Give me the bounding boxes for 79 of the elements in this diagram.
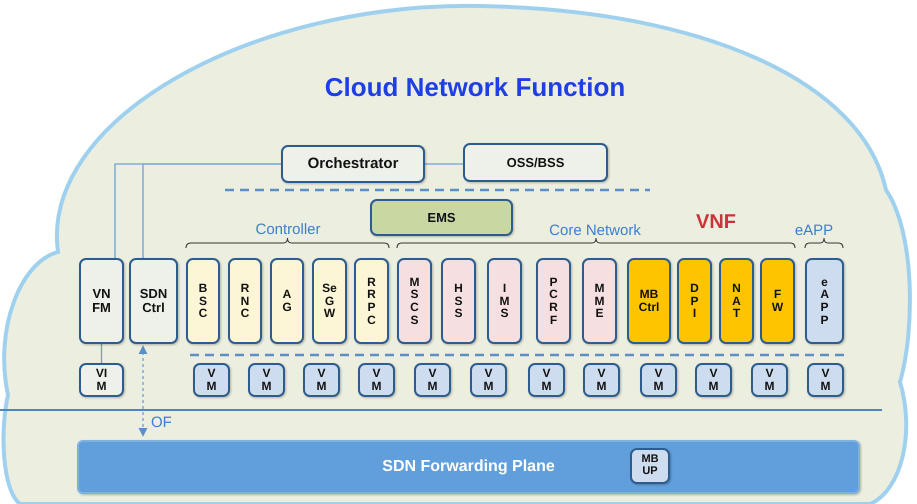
function-box: [354, 258, 389, 344]
function-box: [582, 258, 617, 344]
box-label: VN FM: [92, 287, 111, 315]
box-label: I M S: [500, 282, 510, 320]
box-label: N A T: [732, 282, 741, 320]
function-box: [414, 363, 451, 397]
group-label: Core Network: [549, 222, 641, 239]
box-label: R N C: [240, 282, 250, 320]
function-box: [528, 363, 565, 397]
function-box: [627, 258, 671, 344]
box-label: OSS/BSS: [506, 156, 564, 170]
function-box: [358, 363, 395, 397]
box-label: V M: [596, 367, 606, 393]
box-label: V M: [262, 367, 272, 393]
function-box: [312, 258, 347, 344]
function-box: [186, 258, 220, 344]
function-box: [807, 363, 844, 397]
box-label: e A P P: [820, 276, 829, 326]
box-label: Se G W: [322, 282, 337, 320]
box-label: F W: [772, 288, 784, 314]
box-label: SDN Ctrl: [140, 287, 168, 315]
group-label: Controller: [255, 221, 321, 238]
box-label: B S C: [198, 282, 208, 320]
function-box: [303, 363, 340, 397]
function-box: [695, 363, 732, 397]
group-label: eAPP: [794, 222, 834, 239]
function-box: [677, 258, 712, 344]
function-box: [463, 143, 608, 182]
box-label: V M: [316, 367, 326, 393]
function-box: [270, 258, 304, 344]
function-box: [281, 145, 425, 183]
function-box: [129, 258, 178, 344]
box-label: H S S: [454, 282, 463, 320]
box-label: V M: [542, 367, 552, 393]
connector-line: [100, 344, 102, 363]
box-label: VI M: [96, 367, 108, 393]
function-box: [805, 258, 844, 344]
function-box: [79, 363, 124, 397]
box-label: V M: [372, 367, 382, 393]
function-box: [228, 258, 262, 344]
function-box: [760, 258, 795, 344]
box-label: MB Ctrl: [638, 288, 660, 314]
box-label: R R P C: [367, 276, 376, 326]
function-box: [193, 363, 230, 397]
box-label: V M: [206, 367, 216, 393]
box-label: V M: [708, 367, 718, 393]
function-box: [397, 258, 432, 344]
function-box: [583, 363, 620, 397]
function-box: [79, 258, 124, 344]
function-box: [470, 363, 507, 397]
function-box: [536, 258, 571, 344]
box-label: V M: [764, 367, 774, 393]
function-box: [441, 258, 476, 344]
box-label: V M: [654, 367, 664, 393]
box-label: V M: [820, 367, 830, 393]
box-label: D P I: [690, 282, 699, 320]
function-box: [77, 440, 860, 494]
box-label: A G: [282, 288, 292, 314]
function-box: [640, 363, 677, 397]
box-label: M S C S: [410, 276, 420, 326]
box-label: M M E: [594, 282, 604, 320]
function-box: [248, 363, 285, 397]
connector-line: [138, 345, 148, 437]
function-box: [751, 363, 788, 397]
connector-line: [425, 163, 463, 165]
diagram-title: Cloud Network Function: [324, 72, 626, 103]
box-label: V M: [484, 367, 494, 393]
box-label: Orchestrator: [308, 156, 398, 172]
function-box: [630, 448, 670, 484]
function-box: [370, 199, 513, 236]
box-label: MB UP: [641, 454, 659, 478]
box-label: P C R F: [549, 276, 558, 326]
connector-line: [142, 163, 281, 258]
box-label: V M: [428, 367, 438, 393]
group-label: VNF: [696, 211, 736, 234]
box-label: SDN Forwarding Plane: [382, 458, 555, 476]
function-box: [719, 258, 754, 344]
box-label: EMS: [427, 210, 456, 224]
function-box: [487, 258, 522, 344]
